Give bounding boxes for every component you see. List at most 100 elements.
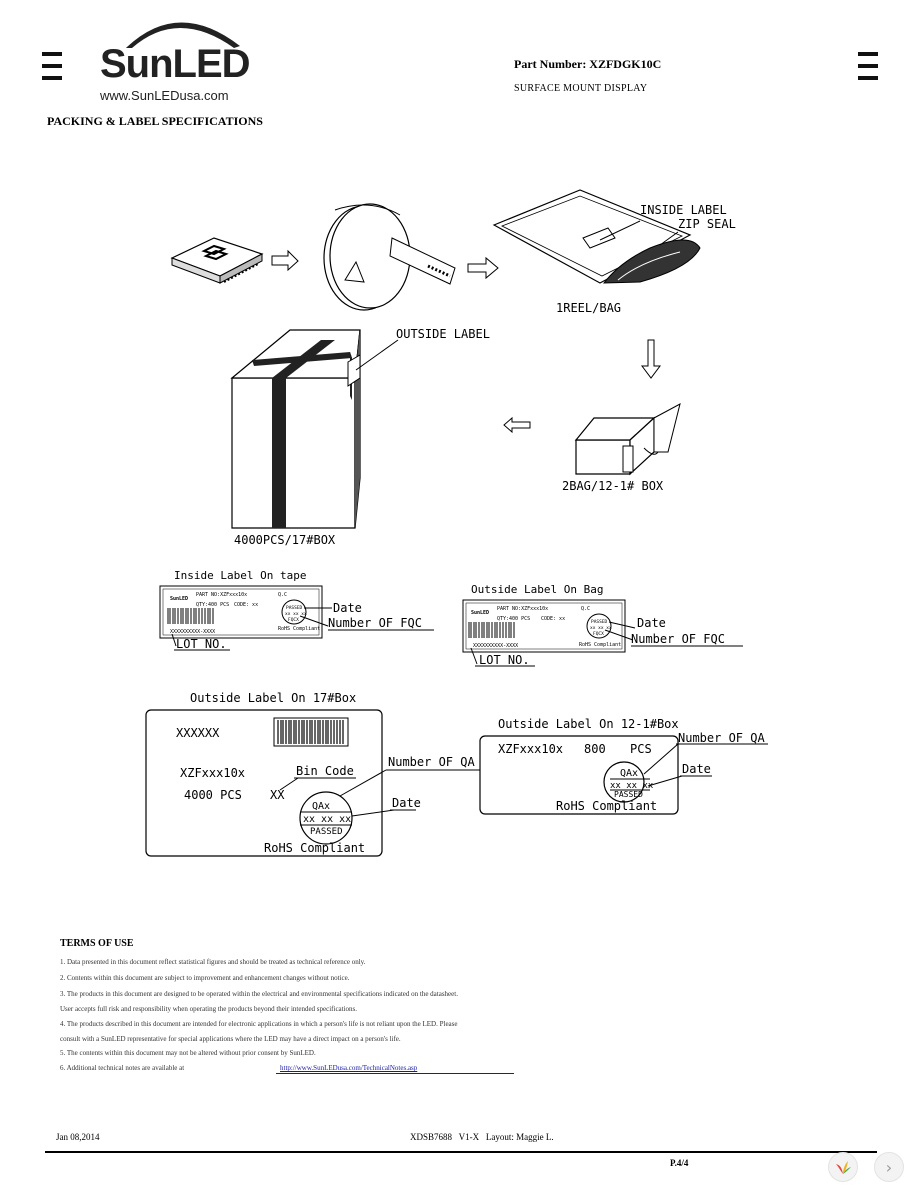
box17-rohs: RoHS Compliant xyxy=(264,841,365,855)
box12-qa: QAx xyxy=(620,768,638,779)
box12-rohs: RoHS Compliant xyxy=(556,799,657,813)
outside-bag-rohs: RoHS Compliant xyxy=(579,642,621,648)
terms-line-2: 2. Contents within this document are sub… xyxy=(60,974,350,982)
box17-passed: PASSED xyxy=(310,827,343,837)
product-subtitle: SURFACE MOUNT DISPLAY xyxy=(514,83,648,94)
box12-label: Outside Label On 12-1#Box XZFxxx10x 800 … xyxy=(479,717,768,815)
barcode xyxy=(167,608,214,624)
inside-tape-title: Inside Label On tape xyxy=(174,569,306,582)
arrow-right-icon xyxy=(271,249,299,272)
inside-tape-date: Date xyxy=(333,601,362,615)
outside-bag-fqc: Number OF FQC xyxy=(631,632,725,646)
inside-tape-label: Inside Label On tape SunLED PART NO:XZFx… xyxy=(159,569,434,651)
terms-line-5: 4. The products described in this docume… xyxy=(60,1020,458,1028)
box12-passed: PASSED xyxy=(614,790,643,799)
inside-tape-qty: QTY:400 PCS xyxy=(196,602,229,608)
reel-bag-text: 1REEL/BAG xyxy=(556,301,621,315)
arrow-down-icon xyxy=(641,339,661,379)
inside-tape-rohs: RoHS Compliant xyxy=(278,626,320,632)
header-bar-left-1 xyxy=(42,52,62,56)
arrow-right-icon xyxy=(467,256,499,280)
inside-tape-stamp-bot: FQCX xyxy=(288,617,299,623)
box17-date-val: xx xx xx xyxy=(303,814,351,825)
viewer-logo-button[interactable] xyxy=(828,1152,858,1182)
box12-qty: 800 xyxy=(584,742,606,756)
logo-url: www.SunLEDusa.com xyxy=(100,88,229,103)
outside-bag-stamp-mid: xx xx xx xyxy=(590,626,612,631)
box12-pcs: PCS xyxy=(630,742,652,756)
header-bar-right-3 xyxy=(858,76,878,80)
inside-tape-qc: Q.C xyxy=(278,592,287,598)
small-box xyxy=(574,403,681,476)
box12-title: Outside Label On 12-1#Box xyxy=(498,717,679,731)
barcode xyxy=(273,717,349,747)
big-box-text: 4000PCS/17#BOX xyxy=(234,533,336,547)
small-box-text: 2BAG/12-1# BOX xyxy=(562,479,664,493)
inside-tape-code: CODE: xx xyxy=(234,602,258,608)
page-number: P.4/4 xyxy=(670,1158,689,1168)
arrow-left-icon xyxy=(503,416,531,434)
technical-notes-link[interactable]: http://www.SunLEDusa.com/TechnicalNotes.… xyxy=(280,1064,418,1072)
logo: SunLED xyxy=(100,42,251,86)
header-bar-right-2 xyxy=(858,64,878,68)
box17-code: XXXXXX xyxy=(176,726,220,740)
inside-tape-fqc: Number OF FQC xyxy=(328,616,422,630)
outside-bag-stamp-bot: FQCX xyxy=(593,631,604,637)
outside-bag-title: Outside Label On Bag xyxy=(471,583,603,596)
box17-qty: 4000 PCS xyxy=(184,788,242,802)
box17-bin-code: Bin Code xyxy=(296,764,354,778)
inside-tape-part: PART NO:XZFxxx10x xyxy=(196,592,247,598)
box17-date: Date xyxy=(392,796,421,810)
footer-rule xyxy=(45,1151,877,1153)
zip-seal-text: ZIP SEAL xyxy=(678,217,736,231)
box17-number-qa: Number OF QA xyxy=(388,755,475,769)
box17-title: Outside Label On 17#Box xyxy=(190,691,356,705)
terms-title: TERMS OF USE xyxy=(60,938,134,949)
box17-part: XZFxxx10x xyxy=(180,766,245,780)
inside-tape-stamp-top: PASSED xyxy=(286,605,303,611)
outside-bag-qc: Q.C xyxy=(581,606,590,612)
inside-tape-lot-label: LOT NO. xyxy=(176,637,227,651)
logo-arc xyxy=(126,22,240,48)
box12-date: Date xyxy=(682,762,711,776)
svg-text:SunLED: SunLED xyxy=(170,596,188,602)
box17-qa: QAx xyxy=(312,801,330,812)
outside-bag-label: Outside Label On Bag SunLED PART NO:XZFx… xyxy=(462,583,743,667)
terms-line-8: 6. Additional technical notes are availa… xyxy=(60,1064,185,1072)
barcode xyxy=(468,622,515,638)
svg-text:SunLED: SunLED xyxy=(471,610,489,616)
outside-bag-date: Date xyxy=(637,616,666,630)
next-page-button[interactable]: › xyxy=(874,1152,904,1182)
section-title: PACKING & LABEL SPECIFICATIONS xyxy=(47,114,263,128)
footer-date: Jan 08,2014 xyxy=(56,1132,100,1142)
outside-bag-lot: XXXXXXXXXX-XXXX xyxy=(473,643,518,649)
chevron-right-icon: › xyxy=(885,1157,893,1177)
footer-doc: XDSB7688 V1-X Layout: Maggie L. xyxy=(410,1132,554,1142)
box17-label: Outside Label On 17#Box XXXXXX XZFxxx10x… xyxy=(145,691,480,857)
part-number: Part Number: XZFDGK10C xyxy=(514,57,662,71)
outside-label-text: OUTSIDE LABEL xyxy=(396,327,490,341)
outside-bag-part: PART NO:XZFxxx10x xyxy=(497,606,548,612)
inside-tape-stamp-mid: xx xx xx xyxy=(285,612,307,617)
terms-line-6: consult with a SunLED representative for… xyxy=(60,1035,401,1043)
outside-bag-code: CODE: xx xyxy=(541,616,565,622)
terms-line-4: User accepts full risk and responsibilit… xyxy=(60,1005,358,1013)
zip-bag xyxy=(492,189,701,284)
terms-line-1: 1. Data presented in this document refle… xyxy=(60,958,366,966)
inside-label-text: INSIDE LABEL xyxy=(640,203,727,217)
big-box xyxy=(230,329,399,529)
box12-number-qa: Number OF QA xyxy=(678,731,765,745)
header-bar-left-3 xyxy=(42,76,62,80)
header-bar-right-1 xyxy=(858,52,878,56)
smd-display-part xyxy=(170,237,264,284)
reel xyxy=(323,203,456,311)
inside-tape-lot: XXXXXXXXXX-XXXX xyxy=(170,629,215,635)
outside-bag-qty: QTY:400 PCS xyxy=(497,616,530,622)
packing-diagram: INSIDE LABEL ZIP SEAL 1REEL/BAG OUTSIDE … xyxy=(170,189,736,547)
terms-line-3: 3. The products in this document are des… xyxy=(60,990,458,998)
outside-bag-stamp-top: PASSED xyxy=(591,619,608,625)
box12-date-val: xx xx xx xyxy=(610,781,654,791)
header-bar-left-2 xyxy=(42,64,62,68)
box17-bin-value: XX xyxy=(270,788,285,802)
link-underline xyxy=(276,1073,514,1074)
